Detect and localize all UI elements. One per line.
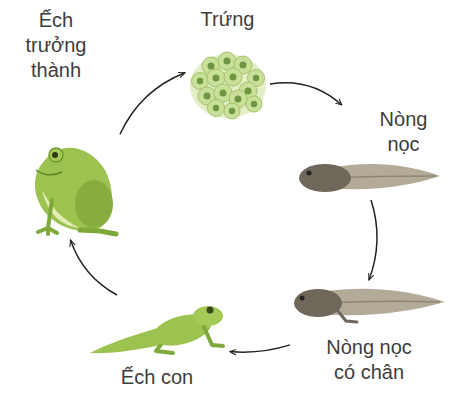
cycle-arrow [120,73,185,135]
cycle-arrow [369,200,377,280]
cycle-arrow [270,83,342,105]
cycle-arrow [71,240,117,295]
eggs [192,52,265,119]
stage-label: Trứng [185,7,270,32]
stage-label: Ếch trưởng thành [10,8,102,83]
stage-node: Nòng nọc có chân [290,280,448,398]
stage-label: Ếch con [107,365,207,390]
stage-node: Ếch con [85,295,230,398]
stage-label: Nòng nọc có chân [319,335,419,385]
cycle-arrow [230,345,290,352]
egg-embryos [197,58,259,115]
froglet [90,306,223,353]
tadpole [299,164,440,192]
tadpole-with-legs [294,289,445,322]
stage-node: Nòng nọc [298,105,444,200]
stage-node: Trứng [185,5,270,118]
stage-label: Nòng nọc [365,107,442,157]
stage-node: Ếch trưởng thành [10,5,120,240]
egg-cluster [190,52,266,119]
egg-jelly [190,54,266,118]
adult-frog [35,148,116,234]
